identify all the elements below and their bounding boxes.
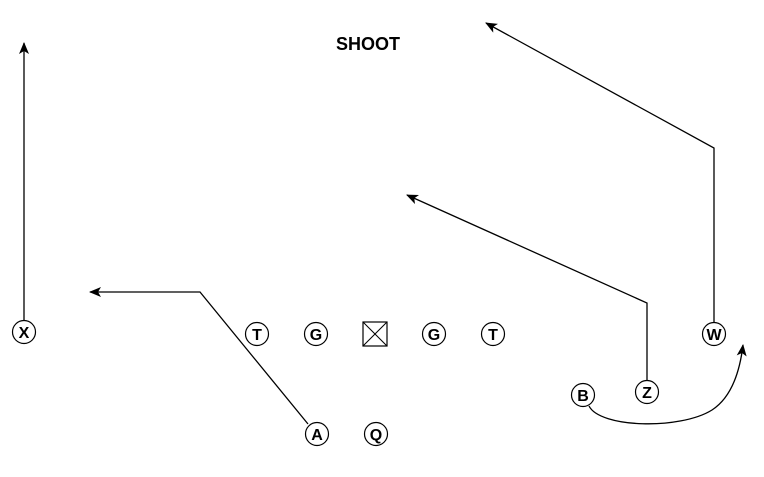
route-a [89,287,309,425]
player-label: X [19,325,30,342]
player-q: Q [363,421,389,447]
route-b [588,344,747,425]
player-label: G [428,327,440,344]
player-label: T [488,327,498,344]
player-w: W [701,321,727,347]
route-w [485,22,715,322]
center-box-icon [362,321,388,347]
play-title: SHOOT [336,34,400,54]
player-label: T [252,327,262,344]
player-label: G [310,327,322,344]
player-b: B [570,382,596,408]
route-z [406,194,648,380]
player-left-tackle: T [244,321,270,347]
player-right-tackle: T [480,321,506,347]
player-label: Z [642,385,652,402]
player-right-guard: G [421,321,447,347]
player-label: B [577,388,589,405]
player-label: W [706,327,722,344]
player-label: Q [370,427,382,444]
player-label: A [311,427,323,444]
player-z: Z [634,379,660,405]
player-x: X [11,319,37,345]
player-a: A [304,421,330,447]
player-left-guard: G [303,321,329,347]
